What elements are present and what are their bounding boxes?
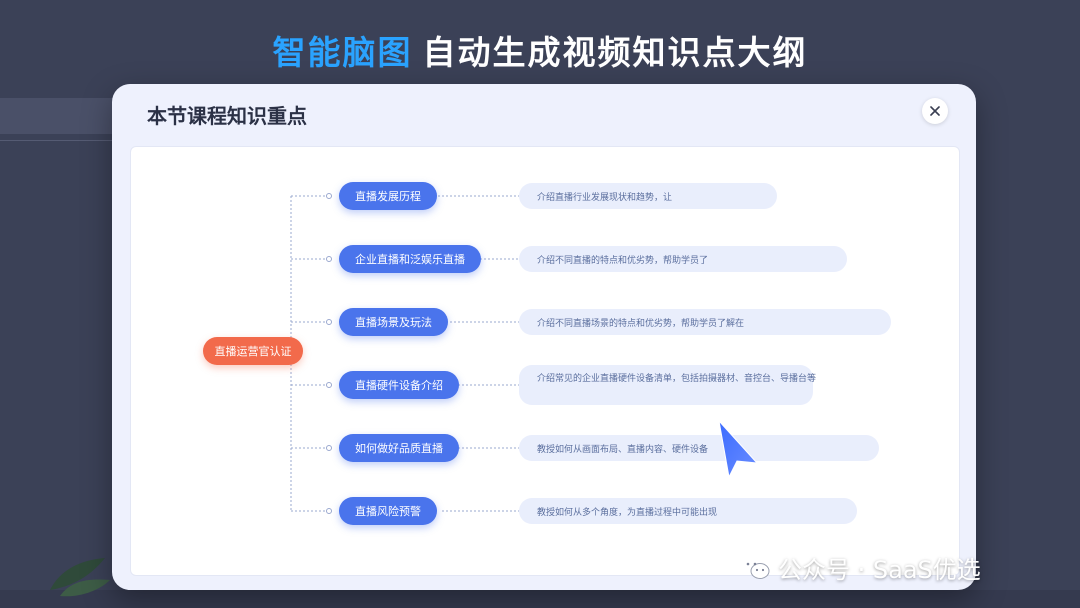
watermark: 公众号 · SaaS优选 (740, 550, 981, 585)
headline: 智能脑图自动生成视频知识点大纲 (0, 26, 1080, 74)
background-panel (0, 98, 120, 134)
branch-node[interactable]: 直播发展历程 (339, 182, 437, 210)
watermark-text: 公众号 · SaaS优选 (778, 556, 981, 584)
branch-node[interactable]: 直播场景及玩法 (339, 308, 448, 336)
root-node[interactable]: 直播运营官认证 (203, 337, 303, 365)
branch-node[interactable]: 直播风险预警 (339, 497, 437, 525)
branch-node[interactable]: 直播硬件设备介绍 (339, 371, 459, 399)
branch-node[interactable]: 如何做好品质直播 (339, 434, 459, 462)
headline-text: 自动生成视频知识点大纲 (422, 33, 808, 72)
close-icon (930, 106, 940, 116)
branch-description: 介绍不同直播的特点和优劣势，帮助学员了 (519, 246, 847, 272)
branch-description: 教授如何从画面布局、直播内容、硬件设备 (519, 435, 879, 461)
knowledge-dialog: 本节课程知识重点 (112, 84, 976, 590)
mindmap-canvas: 直播运营官认证 直播发展历程 企业直播和泛娱乐直播 直播场景及玩法 直播硬件设备… (130, 146, 960, 576)
plant-decoration (40, 530, 120, 604)
headline-highlight: 智能脑图 (272, 33, 413, 72)
branch-node[interactable]: 企业直播和泛娱乐直播 (339, 245, 481, 273)
background-divider (0, 140, 115, 141)
cursor-arrow-icon (711, 417, 761, 483)
branch-description: 教授如何从多个角度，为直播过程中可能出现 (519, 498, 857, 524)
branch-description: 介绍直播行业发展现状和趋势，让 (519, 183, 777, 209)
dialog-title: 本节课程知识重点 (147, 104, 307, 128)
close-button[interactable] (922, 98, 948, 124)
branch-description: 介绍常见的企业直播硬件设备清单，包括拍摄器材、音控台、导播台等 (519, 365, 816, 405)
wechat-icon (741, 556, 770, 579)
background-footer (0, 590, 1080, 608)
branch-description: 介绍不同直播场景的特点和优劣势，帮助学员了解在 (519, 309, 891, 335)
